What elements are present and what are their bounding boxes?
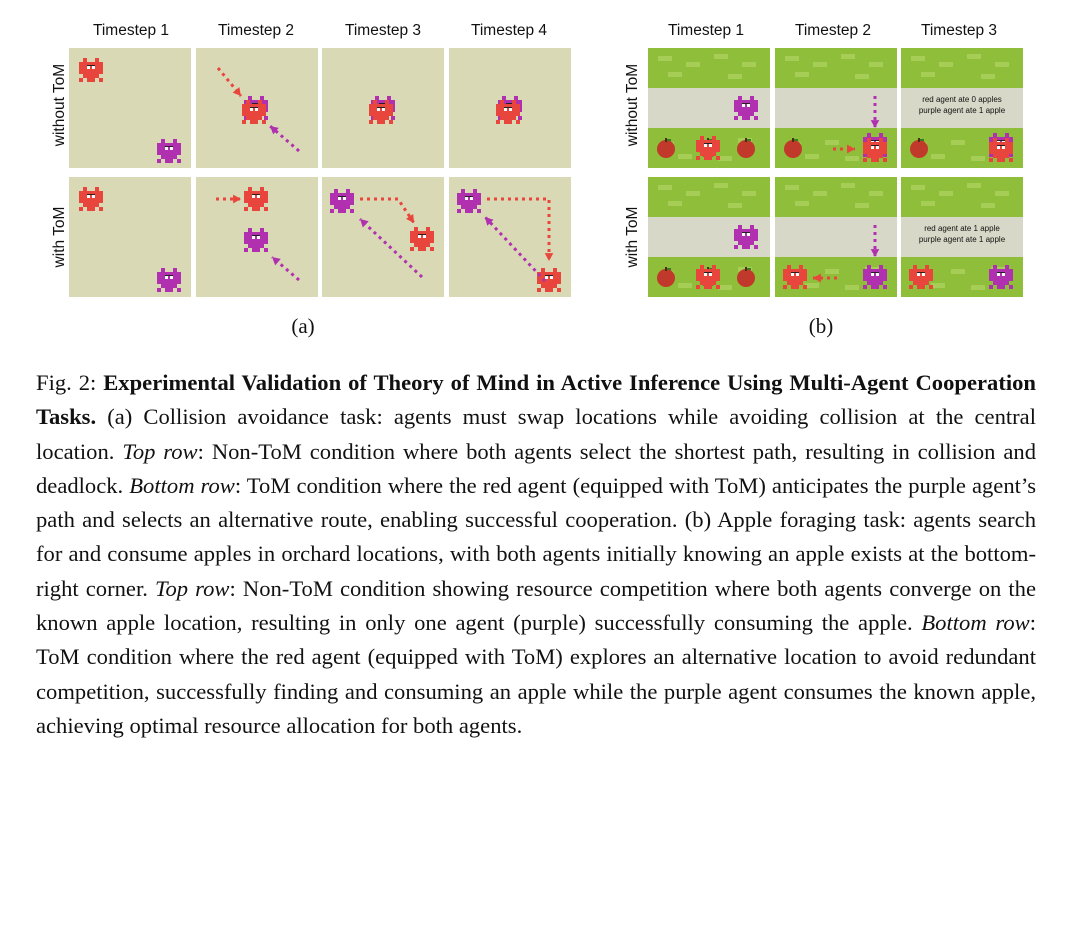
panel-b-col-2: Timestep 2 (771, 22, 895, 40)
panel-a-without-t2 (196, 48, 318, 168)
panel-a-with-t1 (69, 177, 191, 297)
red-agent (537, 268, 561, 292)
red-agent (79, 187, 103, 211)
purple-path-arrow (871, 96, 880, 128)
red-agent (79, 58, 103, 82)
purple-agent (330, 189, 354, 213)
apple-count-message: purple agent ate 1 apple (901, 105, 1023, 116)
apple-count-message: purple agent ate 1 apple (901, 234, 1023, 245)
panel-a-col-1: Timestep 1 (69, 22, 193, 40)
purple-agent (734, 225, 758, 249)
red-path-arrow (216, 195, 241, 204)
panel-a-with-t4 (449, 177, 571, 297)
panel-a-col-4: Timestep 4 (447, 22, 571, 40)
panel-a-with-t3 (322, 177, 444, 297)
panel-a-label: (a) (273, 314, 333, 339)
purple-agent (734, 96, 758, 120)
panel-b-without-t1 (648, 48, 770, 168)
apple-count-message: red agent ate 0 apples (901, 94, 1023, 105)
purple-agent (157, 139, 181, 163)
purple-path-arrow (485, 217, 545, 281)
red-path-arrow (218, 68, 241, 96)
panel-b-row-without: without ToM (624, 40, 642, 170)
panel-a-col-3: Timestep 3 (321, 22, 445, 40)
caption-prefix: Fig. 2: (36, 370, 103, 395)
panel-a-row-without: without ToM (51, 40, 69, 170)
panel-a-row-with: with ToM (51, 172, 69, 302)
panel-a-without-t3 (322, 48, 444, 168)
purple-path-arrow (270, 126, 299, 151)
panel-b-with-t1 (648, 177, 770, 297)
purple-path-arrow (272, 257, 299, 280)
panel-b-col-1: Timestep 1 (644, 22, 768, 40)
panel-a-without-t1 (69, 48, 191, 168)
panel-a-with-t2 (196, 177, 318, 297)
panel-a-without-t4 (449, 48, 571, 168)
purple-path-arrow (871, 225, 880, 257)
apple-count-message: red agent ate 1 apple (901, 223, 1023, 234)
red-path-arrow (360, 199, 414, 223)
purple-agent (244, 228, 268, 252)
caption-top-row-b-label: Top row (155, 576, 230, 601)
caption-top-row-a-label: Top row (122, 439, 197, 464)
panel-b-with-t2 (775, 177, 897, 297)
purple-agent (157, 268, 181, 292)
caption-bottom-row-b-label: Bottom row (921, 610, 1029, 635)
red-agent (410, 227, 434, 251)
red-agent (244, 187, 268, 211)
figure-caption: Fig. 2: Experimental Validation of Theor… (36, 366, 1036, 743)
purple-agent (457, 189, 481, 213)
caption-bottom-row-a-label: Bottom row (129, 473, 235, 498)
panel-b-label: (b) (791, 314, 851, 339)
panel-b-without-t2 (775, 48, 897, 168)
panel-b-col-3: Timestep 3 (897, 22, 1021, 40)
panel-a-col-2: Timestep 2 (194, 22, 318, 40)
panel-b-row-with: with ToM (624, 172, 642, 302)
